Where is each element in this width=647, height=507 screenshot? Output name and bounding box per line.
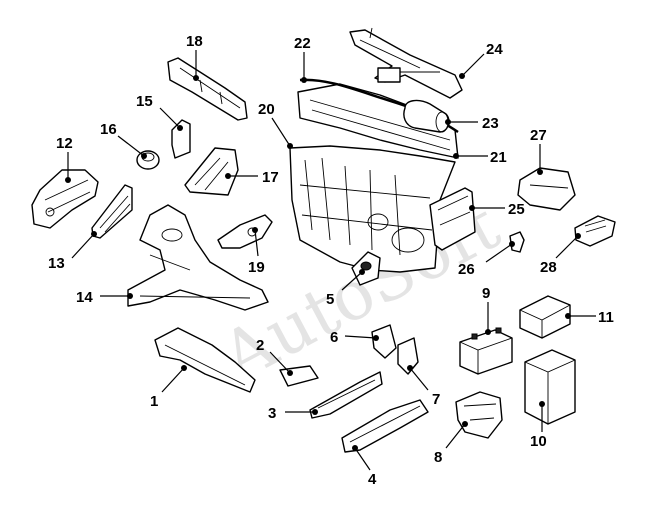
callout-24: 24 bbox=[486, 41, 503, 58]
callout-28: 28 bbox=[540, 259, 557, 276]
callout-18: 18 bbox=[186, 33, 203, 50]
part-8-engine-mount[interactable] bbox=[455, 391, 503, 439]
part-13-reinforcement[interactable] bbox=[91, 184, 133, 239]
callout-14: 14 bbox=[76, 289, 93, 306]
part-24-wiper-linkage[interactable] bbox=[349, 27, 463, 99]
callout-26: 26 bbox=[458, 261, 475, 278]
callout-19: 19 bbox=[248, 259, 265, 276]
callout-20: 20 bbox=[258, 101, 275, 118]
part-17-bracket[interactable] bbox=[184, 147, 239, 196]
callout-10: 10 bbox=[530, 433, 547, 450]
part-18-brace[interactable] bbox=[167, 57, 248, 121]
callout-11: 11 bbox=[598, 309, 614, 326]
callout-15: 15 bbox=[136, 93, 153, 110]
callout-13: 13 bbox=[48, 255, 65, 272]
part-12-side-bracket[interactable] bbox=[31, 169, 99, 229]
part-11-battery-tray[interactable] bbox=[519, 295, 571, 339]
callout-21: 21 bbox=[490, 149, 507, 166]
part-3-crossmember[interactable] bbox=[309, 371, 383, 419]
callout-22: 22 bbox=[294, 35, 311, 52]
callout-9: 9 bbox=[482, 285, 490, 302]
callout-3: 3 bbox=[268, 405, 276, 422]
callout-7: 7 bbox=[432, 391, 440, 408]
part-23-wiper-motor[interactable] bbox=[403, 99, 450, 133]
callout-16: 16 bbox=[100, 121, 117, 138]
part-27-housing[interactable] bbox=[517, 167, 576, 211]
part-25-panel[interactable] bbox=[429, 187, 476, 251]
leader-lines bbox=[65, 50, 596, 471]
callout-6: 6 bbox=[330, 329, 338, 346]
callout-12: 12 bbox=[56, 135, 73, 152]
callout-23: 23 bbox=[482, 115, 499, 132]
part-9-battery[interactable] bbox=[459, 327, 513, 375]
part-4-longitudinal[interactable] bbox=[341, 399, 429, 453]
part-26-clip[interactable] bbox=[509, 231, 525, 253]
callout-2: 2 bbox=[256, 337, 264, 354]
part-6-mount[interactable] bbox=[371, 324, 397, 359]
callout-4: 4 bbox=[368, 471, 377, 488]
part-20-dash-panel[interactable] bbox=[289, 145, 456, 273]
part-15-bracket[interactable] bbox=[171, 119, 191, 159]
callout-5: 5 bbox=[326, 291, 334, 308]
callout-27: 27 bbox=[530, 127, 547, 144]
part-5-center-bracket[interactable] bbox=[351, 251, 381, 286]
part-14-side-member[interactable] bbox=[127, 204, 269, 311]
callout-1: 1 bbox=[150, 393, 158, 410]
callout-8: 8 bbox=[434, 449, 442, 466]
part-10-box[interactable] bbox=[524, 349, 576, 425]
callout-17: 17 bbox=[262, 169, 279, 186]
callout-labels: 1 2 3 4 5 6 7 8 9 10 11 12 13 14 15 16 1… bbox=[48, 33, 614, 488]
callout-25: 25 bbox=[508, 201, 525, 218]
part-19-mount[interactable] bbox=[217, 214, 273, 249]
part-28-module[interactable] bbox=[574, 215, 616, 247]
part-1-rail[interactable] bbox=[154, 327, 256, 393]
